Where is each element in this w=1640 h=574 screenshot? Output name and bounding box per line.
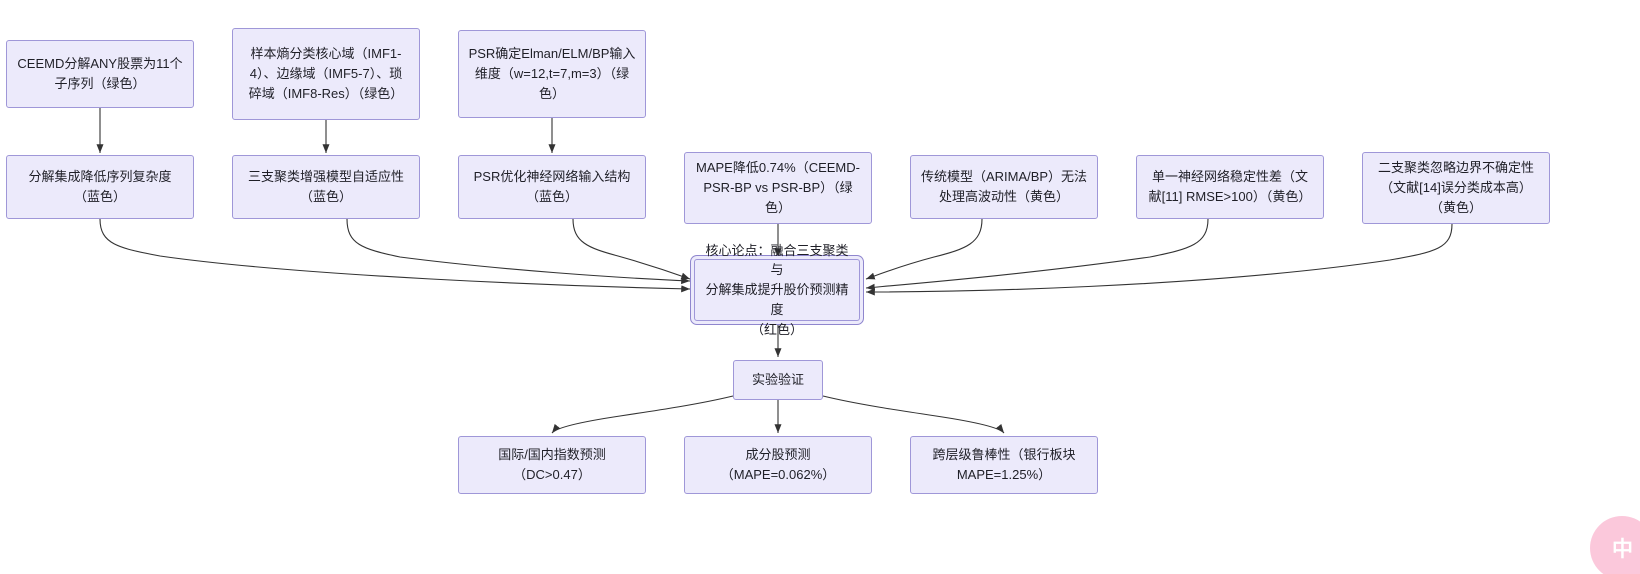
- node-label: PSR优化神经网络输入结构 （蓝色）: [473, 169, 631, 204]
- node-label: 实验验证: [751, 372, 804, 388]
- node-label: 二支聚类忽略边界不确定性 （文献[14]误分类成本高） （黄色）: [1377, 160, 1534, 215]
- node-two-way-clustering-gap[interactable]: 二支聚类忽略边界不确定性 （文献[14]误分类成本高） （黄色）: [1362, 152, 1550, 224]
- node-ceemd-decomposition[interactable]: CEEMD分解ANY股票为11个 子序列（绿色）: [6, 40, 194, 108]
- node-label: 分解集成降低序列复杂度 （蓝色）: [28, 169, 172, 204]
- node-label: 核心论点：融合三支聚类与 分解集成提升股价预测精度 （红色）: [705, 242, 849, 337]
- node-psr-input-dimension[interactable]: PSR确定Elman/ELM/BP输入 维度（w=12,t=7,m=3）（绿 色…: [458, 30, 646, 118]
- node-three-way-adaptivity[interactable]: 三支聚类增强模型自适应性 （蓝色）: [232, 155, 420, 219]
- node-label: 成分股预测 （MAPE=0.062%）: [720, 447, 836, 482]
- node-label: 传统模型（ARIMA/BP）无法 处理高波动性（黄色）: [920, 169, 1088, 204]
- node-single-network-instability[interactable]: 单一神经网络稳定性差（文 献[11] RMSE>100）（黄色）: [1136, 155, 1324, 219]
- node-label: PSR确定Elman/ELM/BP输入 维度（w=12,t=7,m=3）（绿 色…: [468, 46, 636, 101]
- edge-validation-to-robust: [822, 395, 1005, 434]
- node-label: 单一神经网络稳定性差（文 献[11] RMSE>100）（黄色）: [1148, 169, 1312, 204]
- node-label: 样本熵分类核心域（IMF1- 4）、边缘域（IMF5-7）、琐 碎域（IMF8-…: [248, 46, 404, 101]
- edge-traditional-to-core: [865, 218, 983, 280]
- node-core-thesis[interactable]: 核心论点：融合三支聚类与 分解集成提升股价预测精度 （红色）: [694, 243, 860, 337]
- node-label: CEEMD分解ANY股票为11个 子序列（绿色）: [17, 56, 183, 91]
- edge-threeway-to-core: [346, 218, 691, 285]
- node-constituent-forecast-result[interactable]: 成分股预测 （MAPE=0.062%）: [684, 436, 872, 494]
- node-mape-reduction[interactable]: MAPE降低0.74%（CEEMD- PSR-BP vs PSR-BP）（绿 色…: [684, 152, 872, 224]
- node-label: 国际/国内指数预测 （DC>0.47）: [498, 447, 606, 482]
- node-label: MAPE降低0.74%（CEEMD- PSR-BP vs PSR-BP）（绿 色…: [696, 160, 860, 215]
- node-sample-entropy-classification[interactable]: 样本熵分类核心域（IMF1- 4）、边缘域（IMF5-7）、琐 碎域（IMF8-…: [232, 28, 420, 120]
- node-label: 跨层级鲁棒性（银行板块 MAPE=1.25%）: [932, 447, 1076, 482]
- watermark-text: 中: [1612, 538, 1633, 561]
- node-traditional-model-limitation[interactable]: 传统模型（ARIMA/BP）无法 处理高波动性（黄色）: [910, 155, 1098, 219]
- node-experiment-validation[interactable]: 实验验证: [733, 360, 823, 400]
- edge-validation-to-index: [551, 395, 734, 434]
- edge-twoway-to-core: [865, 223, 1453, 296]
- edge-singlenn-to-core: [865, 218, 1209, 291]
- node-label: 三支聚类增强模型自适应性 （蓝色）: [247, 169, 404, 204]
- node-decomposition-complexity[interactable]: 分解集成降低序列复杂度 （蓝色）: [6, 155, 194, 219]
- node-psr-network-structure[interactable]: PSR优化神经网络输入结构 （蓝色）: [458, 155, 646, 219]
- edge-decomp-to-core: [99, 218, 691, 293]
- node-index-forecast-result[interactable]: 国际/国内指数预测 （DC>0.47）: [458, 436, 646, 494]
- watermark-badge: 中: [1590, 516, 1640, 574]
- edge-psrstructure-to-core: [572, 218, 691, 280]
- node-cross-level-robustness-result[interactable]: 跨层级鲁棒性（银行板块 MAPE=1.25%）: [910, 436, 1098, 494]
